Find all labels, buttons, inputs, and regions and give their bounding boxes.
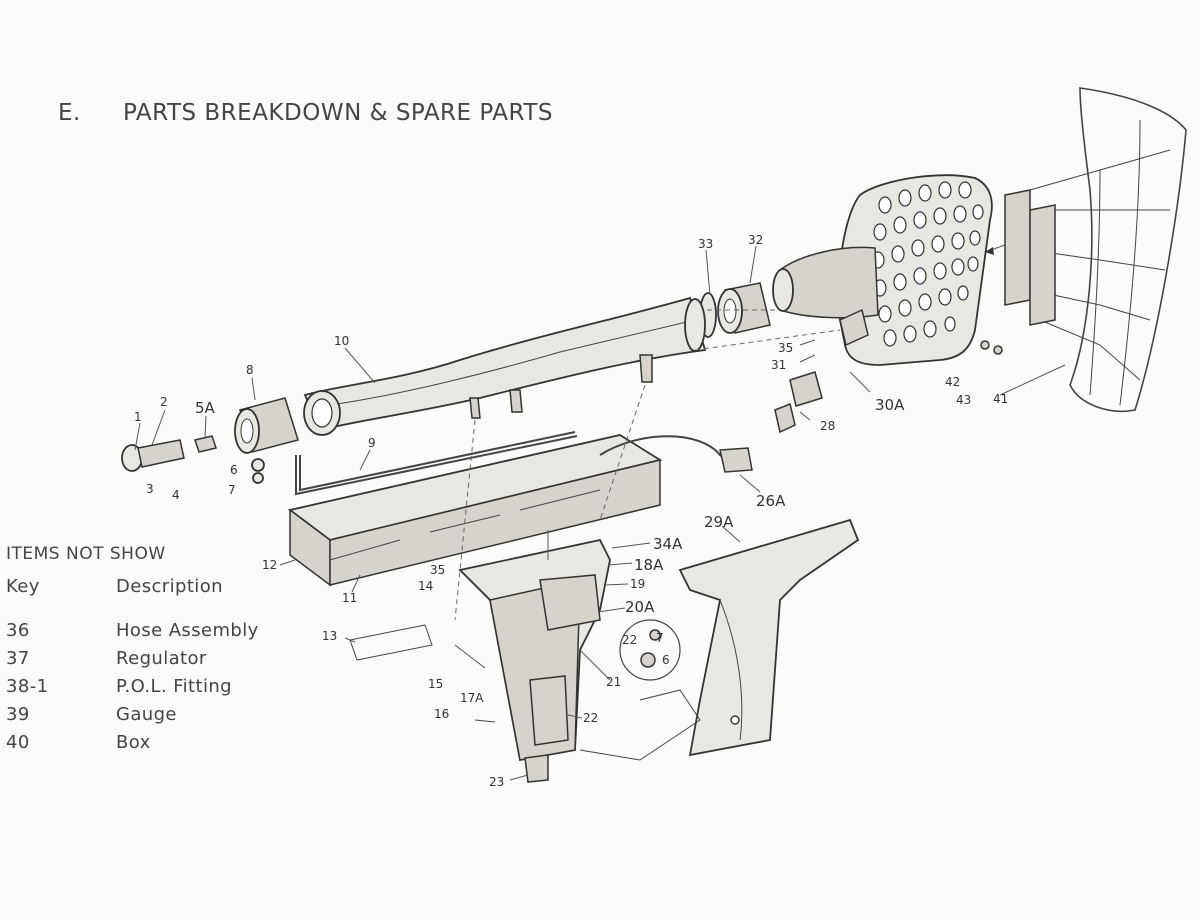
callout-5A: 5A: [195, 399, 216, 417]
legend-row: 39 Gauge: [6, 700, 259, 728]
part-8: [234, 397, 299, 454]
callout-22-detail: 22: [622, 633, 637, 647]
barrel-tube-10: [303, 296, 707, 436]
legend-row: 36 Hose Assembly: [6, 616, 259, 644]
legend-key: 36: [6, 619, 30, 641]
collar-32: [717, 282, 771, 334]
callout-29A: 29A: [704, 513, 734, 531]
legend-desc: Gauge: [116, 703, 177, 725]
leader-lines: [134, 245, 1066, 781]
callout-35-upper: 35: [778, 341, 793, 355]
callout-3: 3: [146, 482, 154, 496]
page-title: E. PARTS BREAKDOWN & SPARE PARTS: [58, 100, 553, 126]
callout-17A: 17A: [460, 691, 484, 705]
legend-key: 40: [6, 731, 30, 753]
tray-11-12: [287, 434, 663, 587]
callout-28: 28: [820, 419, 835, 433]
section-title: PARTS BREAKDOWN & SPARE PARTS: [123, 100, 553, 126]
callout-35-lower: 35: [430, 563, 445, 577]
callout-21: 21: [606, 675, 621, 689]
rod-9: [295, 431, 578, 496]
callout-22: 22: [583, 711, 598, 725]
callout-18A: 18A: [634, 556, 664, 574]
section-letter: E.: [58, 100, 81, 126]
small-bits: [349, 624, 701, 761]
callout-9: 9: [368, 436, 376, 450]
callout-7-detail: 7: [656, 631, 664, 645]
callout-43: 43: [956, 393, 971, 407]
grip-29A: [678, 518, 860, 757]
legend-key: 37: [6, 647, 30, 669]
legend-key-header: Key: [6, 576, 40, 597]
callout-23: 23: [489, 775, 504, 789]
callout-30A: 30A: [875, 396, 905, 414]
callout-labels: 1 2 3 4 5A 6 7 8 9 10 11 12 13 14 15 16 …: [134, 233, 1008, 789]
legend-key: 39: [6, 703, 30, 725]
callout-7: 7: [228, 483, 236, 497]
legend-desc: Box: [116, 731, 151, 753]
callout-4: 4: [172, 488, 180, 502]
callout-16: 16: [434, 707, 449, 721]
stock-frame-41: [984, 87, 1187, 412]
callout-33: 33: [698, 237, 713, 251]
legend-row: 38-1 P.O.L. Fitting: [6, 672, 259, 700]
items-not-shown-legend: ITEMS NOT SHOW Key Description 36 Hose A…: [6, 544, 259, 756]
callout-8: 8: [246, 363, 254, 377]
legend-row: 40 Box: [6, 728, 259, 756]
callout-1: 1: [134, 410, 142, 424]
small-parts-1-7: [121, 435, 265, 484]
callout-20A: 20A: [625, 598, 655, 616]
callout-6: 6: [230, 463, 238, 477]
callout-26A: 26A: [756, 492, 786, 510]
legend-desc: Regulator: [116, 647, 207, 669]
detail-circle: [619, 619, 681, 681]
legend-desc: P.O.L. Fitting: [116, 675, 232, 697]
legend-desc: Hose Assembly: [116, 619, 259, 641]
legend-header-row: Key Description: [6, 576, 259, 616]
callout-41: 41: [993, 392, 1008, 406]
trigger-housing: [454, 530, 611, 783]
callout-42: 42: [945, 375, 960, 389]
callout-2: 2: [160, 395, 168, 409]
callout-14: 14: [418, 579, 433, 593]
butt-plate-30A: [772, 174, 993, 366]
legend-title: ITEMS NOT SHOW: [6, 544, 166, 564]
callout-12: 12: [262, 558, 277, 572]
legend-table: Key Description 36 Hose Assembly 37 Regu…: [6, 576, 259, 756]
fitting-28: [774, 371, 823, 434]
callout-11: 11: [342, 591, 357, 605]
washers-42-43: [980, 340, 1003, 355]
legend-key: 38-1: [6, 675, 49, 697]
callout-19: 19: [630, 577, 645, 591]
legend-row: 37 Regulator: [6, 644, 259, 672]
legend-desc-header: Description: [116, 576, 223, 597]
callout-13: 13: [322, 629, 337, 643]
assembly-lines: [454, 309, 841, 621]
callout-6-detail: 6: [662, 653, 670, 667]
callout-32: 32: [748, 233, 763, 247]
callout-34A: 34A: [653, 535, 683, 553]
callout-10: 10: [334, 334, 349, 348]
hose-26A: [599, 435, 753, 473]
callout-31: 31: [771, 358, 786, 372]
callout-15: 15: [428, 677, 443, 691]
